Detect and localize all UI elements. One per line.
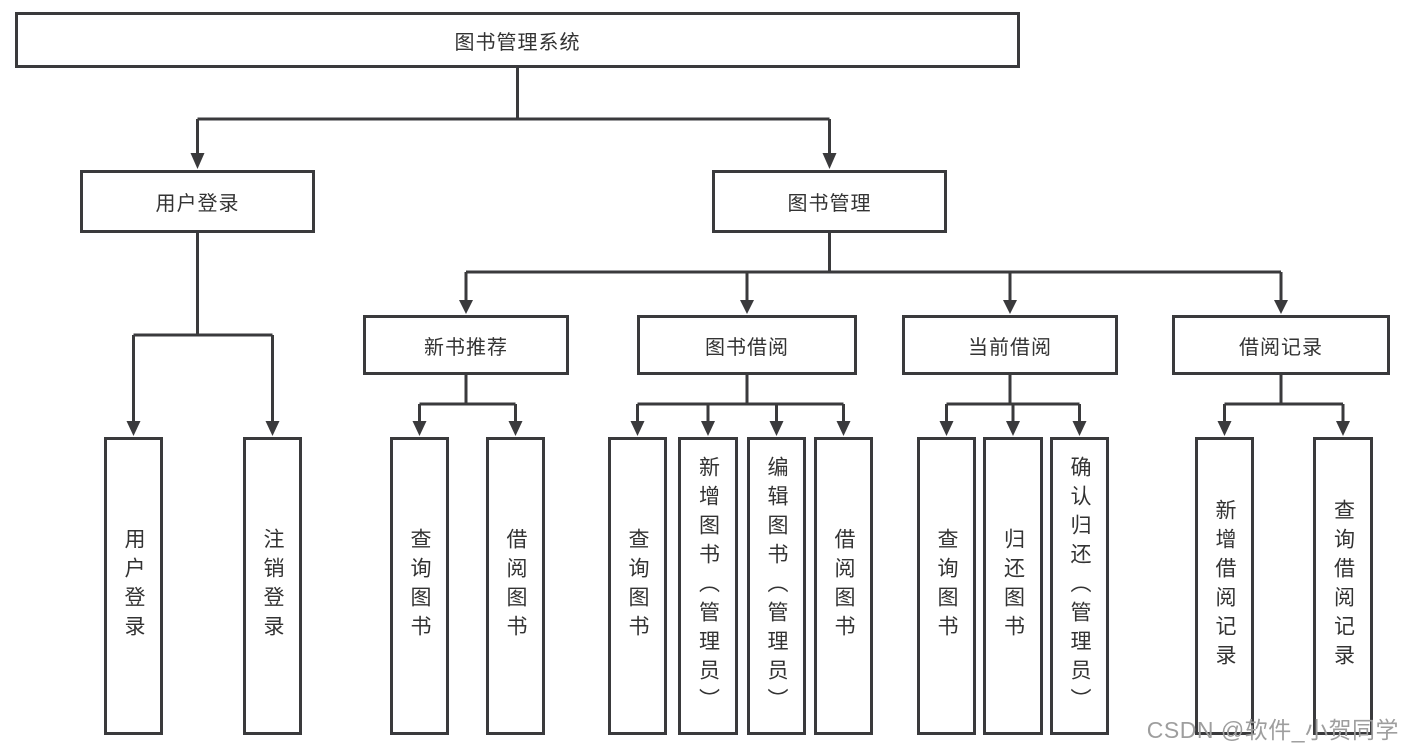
node-user-login: 用户登录 xyxy=(104,437,163,735)
arrow-to-add-borrow-record xyxy=(1217,421,1232,436)
node-add-books-admin-label: 新增图书（管理员） xyxy=(696,455,720,717)
node-borrow-records: 借阅记录 xyxy=(1172,315,1390,375)
node-query-books-recommend-label: 查询图书 xyxy=(408,528,431,644)
node-book-system-label: 图书管理系统 xyxy=(454,31,581,54)
arrow-to-return-books xyxy=(1006,421,1020,436)
node-borrow-books-recommend-label: 借阅图书 xyxy=(504,528,527,644)
connector-book-mgmt-to-level3 xyxy=(464,233,1283,302)
connector-current-borrow xyxy=(945,375,1081,424)
node-add-borrow-record: 新增借阅记录 xyxy=(1195,437,1254,735)
node-add-books-admin: 新增图书（管理员） xyxy=(678,437,738,735)
node-add-borrow-record-label: 新增借阅记录 xyxy=(1213,499,1236,673)
node-book-system: 图书管理系统 xyxy=(15,12,1020,68)
node-return-books: 归还图书 xyxy=(983,437,1043,735)
arrow-to-logout xyxy=(265,421,280,436)
node-query-books-borrow: 查询图书 xyxy=(608,437,667,735)
connector-new-book-rec xyxy=(418,375,517,424)
node-edit-books-admin-label: 编辑图书（管理员） xyxy=(765,455,788,717)
arrow-to-query-books-borrow xyxy=(630,421,645,436)
csdn-watermark: CSDN @软件_小贺同学 xyxy=(1146,717,1399,743)
node-book-mgmt: 图书管理 xyxy=(712,170,947,233)
node-edit-books-admin: 编辑图书（管理员） xyxy=(747,437,806,735)
arrow-to-query-borrow-record xyxy=(1336,421,1350,436)
node-user-login-group: 用户登录 xyxy=(80,170,315,233)
node-book-mgmt-label: 图书管理 xyxy=(787,193,872,215)
arrow-to-user-login xyxy=(126,421,141,436)
arrow-to-borrow-books xyxy=(836,421,851,436)
node-user-login-group-label: 用户登录 xyxy=(155,193,240,215)
node-logout: 注销登录 xyxy=(243,437,302,735)
arrow-to-edit-books-admin xyxy=(769,421,784,436)
node-confirm-return-admin-label: 确认归还（管理员） xyxy=(1068,455,1091,717)
node-new-book-rec-label: 新书推荐 xyxy=(424,336,508,359)
connector-user-login-group xyxy=(132,233,274,424)
arrow-to-confirm-return-admin xyxy=(1072,421,1087,436)
arrow-to-query-books-current xyxy=(939,421,954,436)
connector-root-to-level2 xyxy=(196,68,831,156)
node-return-books-label: 归还图书 xyxy=(1001,528,1025,644)
node-query-books-borrow-label: 查询图书 xyxy=(626,528,649,644)
node-borrow-records-label: 借阅记录 xyxy=(1239,336,1323,359)
node-borrow-books: 借阅图书 xyxy=(814,437,873,735)
node-borrow-books-label: 借阅图书 xyxy=(832,528,855,644)
connector-borrow-records xyxy=(1223,375,1345,424)
node-current-borrow-label: 当前借阅 xyxy=(968,336,1052,359)
arrow-to-add-books-admin xyxy=(701,421,715,436)
arrow-to-query-books-recommend xyxy=(412,421,427,436)
node-book-borrow-label: 图书借阅 xyxy=(705,336,789,359)
arrow-to-borrow-books-recommend xyxy=(508,421,523,436)
arrow-to-current-borrow xyxy=(1003,300,1017,314)
node-borrow-books-recommend: 借阅图书 xyxy=(486,437,545,735)
node-new-book-rec: 新书推荐 xyxy=(363,315,569,375)
node-query-borrow-record-label: 查询借阅记录 xyxy=(1331,499,1355,673)
node-query-books-current-label: 查询图书 xyxy=(935,528,958,644)
arrow-to-user-login-group xyxy=(190,153,205,169)
node-query-borrow-record: 查询借阅记录 xyxy=(1313,437,1373,735)
arrow-to-book-mgmt xyxy=(822,153,837,169)
node-query-books-recommend: 查询图书 xyxy=(390,437,449,735)
arrow-to-new-book-rec xyxy=(459,300,473,314)
node-current-borrow: 当前借阅 xyxy=(902,315,1118,375)
node-book-borrow: 图书借阅 xyxy=(637,315,857,375)
arrow-to-book-borrow xyxy=(740,300,754,314)
node-logout-label: 注销登录 xyxy=(261,528,284,644)
node-user-login-label: 用户登录 xyxy=(122,528,145,644)
arrow-to-borrow-records xyxy=(1274,300,1288,314)
node-query-books-current: 查询图书 xyxy=(917,437,976,735)
node-confirm-return-admin: 确认归还（管理员） xyxy=(1050,437,1109,735)
connector-book-borrow xyxy=(636,375,845,424)
